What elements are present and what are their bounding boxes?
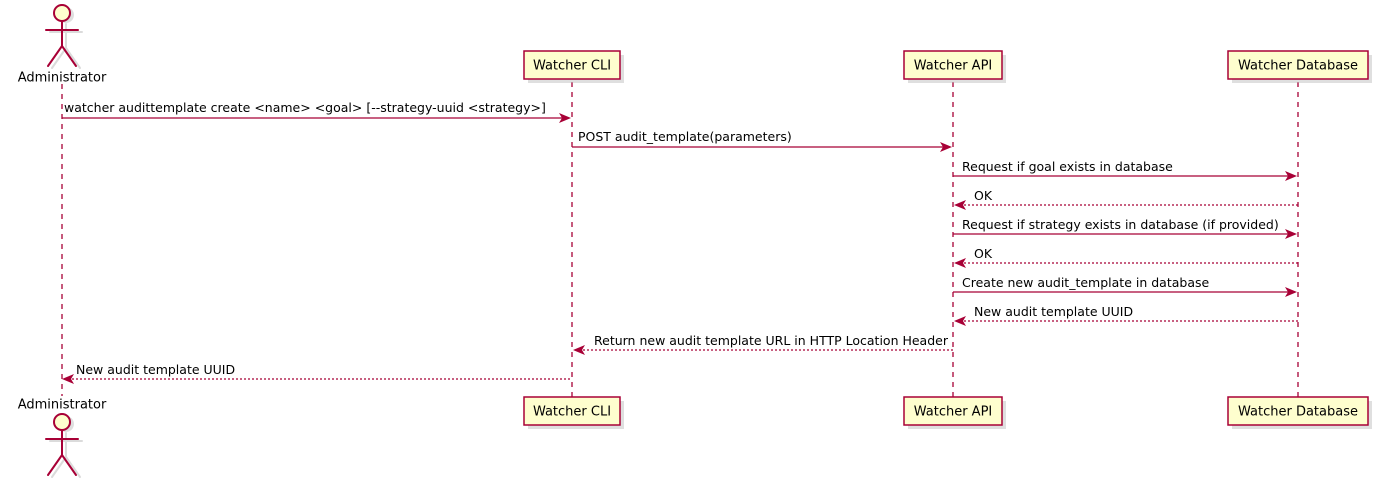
message-10-new-audit-template-uuid-admin[interactable]: New audit template UUID	[62, 362, 572, 384]
message-label: POST audit_template(parameters)	[578, 129, 792, 144]
participant-box	[903, 50, 1003, 80]
participant-box	[523, 50, 621, 80]
actor-label-administrator-top: Administrator	[18, 71, 107, 86]
participant-watcher-cli-top[interactable]: Watcher CLI	[523, 50, 624, 83]
message-1-cli-create-command[interactable]: watcher audittemplate create <name> <goa…	[62, 100, 571, 123]
arrowhead-right	[940, 142, 952, 152]
actor-head-icon	[53, 4, 71, 22]
actor-body-shadow-bottom	[49, 432, 83, 478]
message-4-ok-goal[interactable]: OK	[954, 188, 1298, 210]
participant-box	[523, 396, 621, 426]
message-label: Return new audit template URL in HTTP Lo…	[594, 333, 949, 348]
message-3-request-goal-exists[interactable]: Request if goal exists in database	[953, 159, 1297, 181]
message-label: New audit template UUID	[76, 362, 235, 377]
message-6-ok-strategy[interactable]: OK	[954, 246, 1298, 268]
arrowhead-left	[954, 200, 966, 210]
participant-label-watcher-cli-bottom: Watcher CLI	[533, 405, 611, 420]
message-label: New audit template UUID	[974, 304, 1133, 319]
arrowhead-right	[1285, 287, 1297, 297]
participant-box	[1227, 50, 1369, 80]
arrowhead-right	[559, 113, 571, 123]
participant-label-watcher-database-bottom: Watcher Database	[1238, 405, 1358, 420]
message-label: OK	[974, 188, 993, 203]
arrowhead-left	[954, 258, 966, 268]
participant-label-watcher-database-top: Watcher Database	[1238, 59, 1358, 74]
participant-box	[1227, 396, 1369, 426]
participant-label-watcher-cli-top: Watcher CLI	[533, 59, 611, 74]
arrowhead-right	[1285, 229, 1297, 239]
message-label: Request if goal exists in database	[962, 159, 1173, 174]
participant-watcher-api-bottom[interactable]: Watcher API	[903, 396, 1006, 429]
message-label: OK	[974, 246, 993, 261]
participant-watcher-database-top[interactable]: Watcher Database	[1227, 50, 1372, 83]
arrowhead-left	[573, 345, 585, 355]
participant-watcher-api-top[interactable]: Watcher API	[903, 50, 1006, 83]
message-8-new-audit-template-uuid-db[interactable]: New audit template UUID	[954, 304, 1298, 326]
actor-head-icon-bottom	[53, 413, 71, 431]
message-2-post-audit-template[interactable]: POST audit_template(parameters)	[572, 129, 952, 152]
message-5-request-strategy-exists[interactable]: Request if strategy exists in database (…	[953, 217, 1297, 239]
lifelines	[61, 82, 1299, 397]
actor-legs-icon-bottom	[47, 454, 77, 476]
arrowhead-left	[62, 374, 74, 384]
message-7-create-audit-template[interactable]: Create new audit_template in database	[953, 275, 1297, 297]
participant-label-watcher-api-bottom: Watcher API	[914, 405, 993, 420]
participant-box	[903, 396, 1003, 426]
message-label: Request if strategy exists in database (…	[962, 217, 1279, 232]
actor-label-administrator-bottom: Administrator	[18, 398, 107, 413]
actor-administrator-bottom[interactable]: Administrator	[18, 398, 107, 478]
participant-watcher-database-bottom[interactable]: Watcher Database	[1227, 396, 1372, 429]
message-label: watcher audittemplate create <name> <goa…	[64, 100, 546, 115]
arrowhead-right	[1285, 171, 1297, 181]
arrowhead-left	[954, 316, 966, 326]
actor-administrator-top[interactable]: Administrator	[18, 4, 107, 86]
message-label: Create new audit_template in database	[962, 275, 1209, 290]
participant-label-watcher-api-top: Watcher API	[914, 59, 993, 74]
actor-body-shadow	[49, 23, 83, 69]
message-9-return-location-header[interactable]: Return new audit template URL in HTTP Lo…	[573, 333, 953, 355]
participant-watcher-cli-bottom[interactable]: Watcher CLI	[523, 396, 624, 429]
actor-legs-icon	[47, 45, 77, 67]
